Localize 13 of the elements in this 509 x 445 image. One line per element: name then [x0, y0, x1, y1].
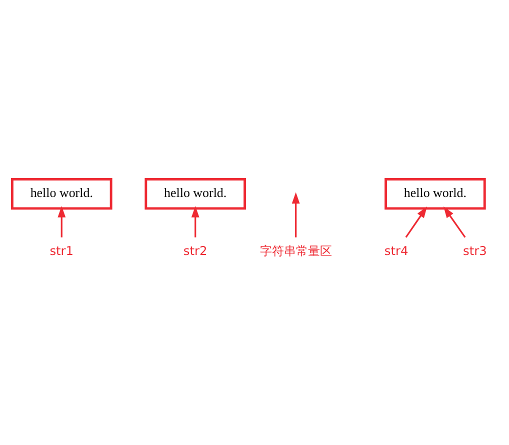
node-box: hello world. — [384, 178, 486, 210]
node-box: hello world. — [11, 178, 112, 210]
node-text: str3 — [463, 244, 487, 258]
node-text: str1 — [50, 244, 74, 258]
arrow — [292, 192, 300, 237]
node-text: str2 — [183, 244, 208, 258]
arrow — [405, 206, 428, 238]
arrow — [58, 206, 66, 237]
node-text: 字符串常量区 — [260, 244, 332, 258]
arrow — [444, 206, 466, 238]
node-box: hello world. — [144, 178, 246, 210]
arrow — [191, 206, 200, 237]
node-text: str4 — [384, 244, 408, 258]
